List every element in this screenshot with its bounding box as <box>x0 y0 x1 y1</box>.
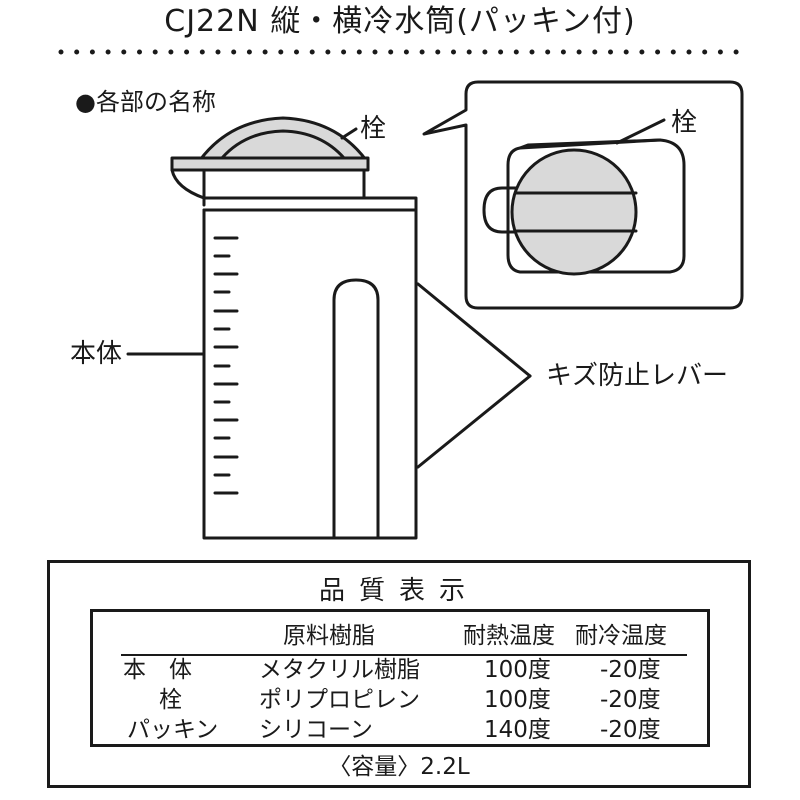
header-heat-resistance: 耐熱温度 <box>463 623 555 649</box>
header-divider <box>121 654 687 656</box>
pitcher-shoulder <box>202 196 418 212</box>
capacity-text: 〈容量〉2.2L <box>328 754 470 780</box>
table-row: 本 体 メタクリル樹脂 100度 -20度 <box>93 656 707 686</box>
cell-heat: 100度 <box>484 657 551 683</box>
body-label: 本体 <box>70 339 123 369</box>
cell-heat: 140度 <box>484 717 551 743</box>
quality-panel: 品質表示 原料樹脂 耐熱温度 耐冷温度 本 体 メタクリル樹脂 100度 -20… <box>47 560 751 788</box>
zoom-tab <box>482 186 522 234</box>
pitcher-body <box>202 208 418 540</box>
dotted-divider <box>58 49 748 55</box>
table-row: パッキン シリコーン 140度 -20度 <box>93 716 707 746</box>
zoom-callout <box>422 80 744 310</box>
lid-plate <box>170 156 370 172</box>
lever-leader-top <box>416 282 532 378</box>
cell-cold: -20度 <box>600 687 661 713</box>
cell-cold: -20度 <box>600 657 661 683</box>
table-row: 栓 ポリプロピレン 100度 -20度 <box>93 686 707 716</box>
zoom-lid-outline <box>506 138 686 274</box>
header-cold-resistance: 耐冷温度 <box>575 623 667 649</box>
cell-part: パッキン <box>127 717 219 743</box>
cell-material: ポリプロピレン <box>259 687 420 713</box>
handle-slot <box>332 278 380 540</box>
stopper-label: 栓 <box>360 114 387 144</box>
stopper-leader <box>340 127 358 140</box>
section-label: ●各部の名称 <box>75 88 216 116</box>
zoom-stopper-leader <box>615 118 666 145</box>
stopper-knob-inner <box>220 129 346 160</box>
cell-part: 本 体 <box>123 657 192 683</box>
zoom-stopper-knob <box>510 148 638 276</box>
quality-table: 原料樹脂 耐熱温度 耐冷温度 本 体 メタクリル樹脂 100度 -20度 栓 ポ… <box>90 609 710 747</box>
pitcher-diagram <box>126 80 744 540</box>
zoom-lid-inner <box>518 138 662 150</box>
anti-scratch-lever-label: キズ防止レバー <box>546 361 729 391</box>
header-material: 原料樹脂 <box>283 623 375 649</box>
cell-material: シリコーン <box>259 717 373 743</box>
cell-material: メタクリル樹脂 <box>259 657 420 683</box>
stopper-knob <box>198 116 368 162</box>
spout <box>170 168 206 200</box>
lever-leader-bottom <box>416 374 532 469</box>
quality-title: 品質表示 <box>318 576 479 606</box>
cell-cold: -20度 <box>600 717 661 743</box>
cell-heat: 100度 <box>484 687 551 713</box>
cell-part: 栓 <box>159 687 182 713</box>
graduation-ticks <box>213 236 239 495</box>
pitcher-neck <box>202 168 366 207</box>
page-title: CJ22N 縦・横冷水筒(パッキン付) <box>164 4 636 39</box>
zoom-stopper-label: 栓 <box>671 108 698 138</box>
